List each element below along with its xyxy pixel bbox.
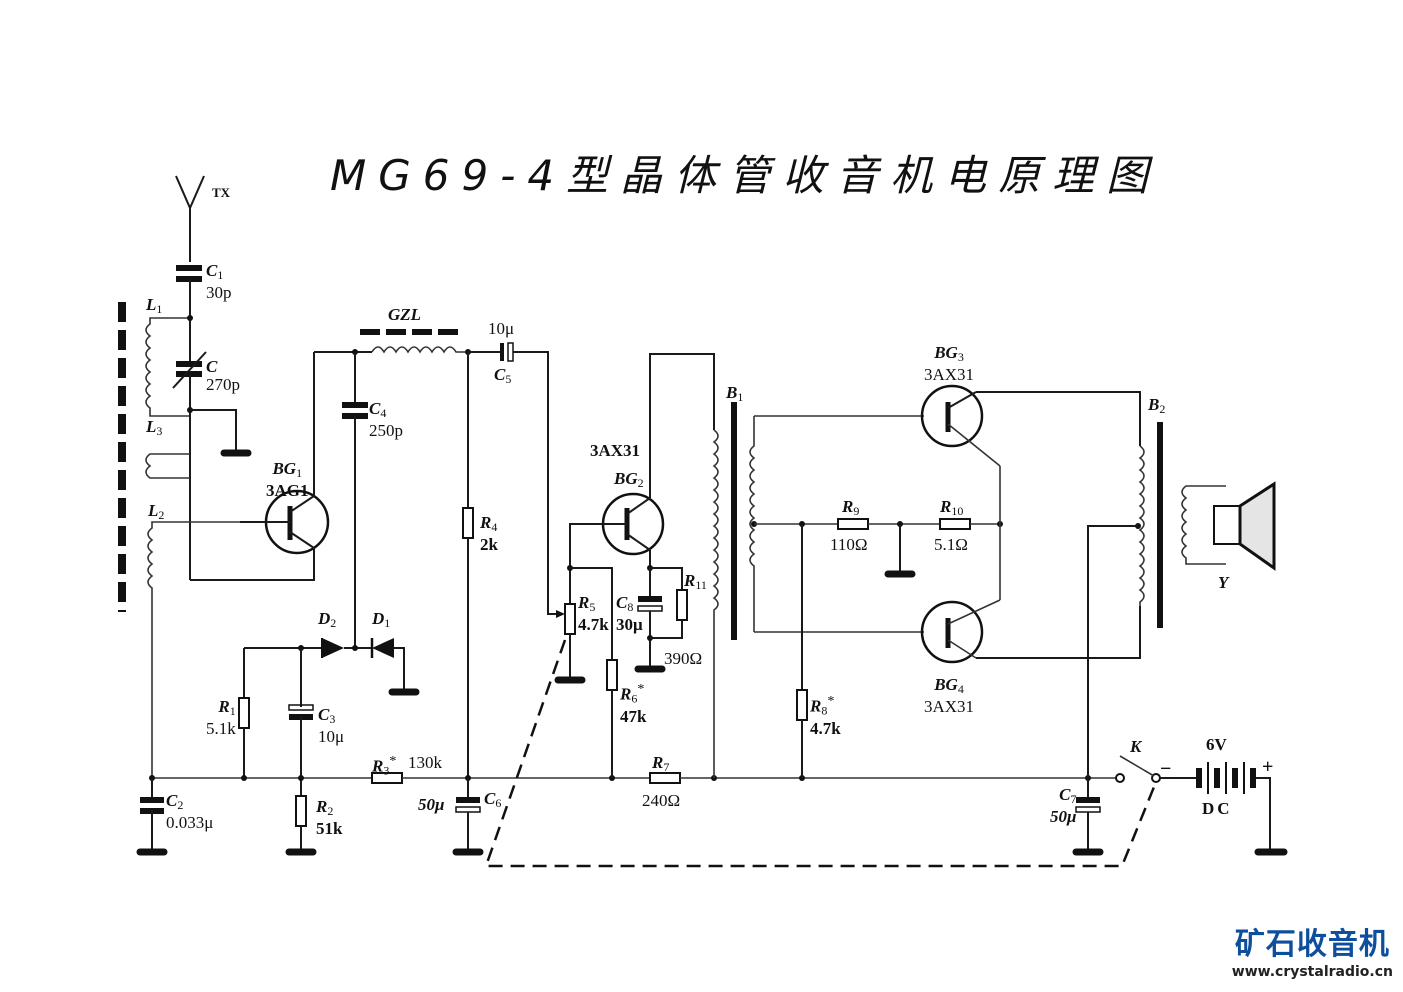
r6-label: R6*47k xyxy=(620,681,647,726)
speaker-icon xyxy=(1181,481,1276,571)
d1-label: D1 xyxy=(372,609,391,631)
resistor-r11 xyxy=(650,567,688,639)
r11-value: 390Ω xyxy=(664,649,703,668)
transformer-b2 xyxy=(1138,422,1163,628)
battery-voltage: 6V xyxy=(1206,735,1227,754)
d2-label: D2 xyxy=(318,609,337,631)
capacitor-c2 xyxy=(136,778,168,856)
bg2-label: BG2 xyxy=(614,469,644,491)
battery-type: DC xyxy=(1202,799,1233,818)
potentiometer-r5 xyxy=(554,603,586,684)
gzl-label: GZL xyxy=(388,305,422,324)
capacitor-c3 xyxy=(288,648,314,796)
battery-icon xyxy=(1160,762,1288,856)
inductor-l2 xyxy=(147,521,240,778)
r10-value: 5.1Ω xyxy=(934,535,968,554)
r9-value: 110Ω xyxy=(830,535,868,554)
r11-label: R11 xyxy=(684,571,707,593)
choke-gzl xyxy=(371,346,468,354)
speaker-label: Y xyxy=(1218,573,1229,592)
l3-label: L3 xyxy=(146,417,163,439)
capacitor-c7 xyxy=(1072,778,1104,856)
capacitor-c1 xyxy=(176,265,202,318)
transistor-bg1 xyxy=(190,352,330,581)
r10-label: R10 xyxy=(940,497,964,519)
inductor-l1 xyxy=(145,317,190,417)
resistor-r2 xyxy=(285,795,317,856)
c5-label: C5 xyxy=(494,365,512,387)
watermark-url[interactable]: www.crystalradio.cn xyxy=(1231,964,1393,980)
r3-label: R3* xyxy=(372,753,397,778)
watermark: 矿石收音机 www.crystalradio.cn xyxy=(1232,928,1393,982)
power-switch-k[interactable] xyxy=(1115,755,1161,783)
bg2-type: 3AX31 xyxy=(590,441,641,460)
resistor-r10 xyxy=(939,518,971,530)
diode-d1 xyxy=(370,638,420,696)
diagram-title: MG69-4型晶体管收音机电原理图 xyxy=(330,151,1161,200)
capacitor-c6 xyxy=(452,778,484,856)
variable-capacitor-c xyxy=(172,318,207,580)
battery-plus: + xyxy=(1262,756,1274,778)
capacitor-c5 xyxy=(468,342,560,615)
resistor-r6 xyxy=(606,659,618,778)
r8-label: R8*4.7k xyxy=(810,693,841,738)
r7-label: R7 xyxy=(652,753,670,775)
inductor-l3 xyxy=(145,453,190,479)
c5-value: 10μ xyxy=(488,319,515,338)
l2-label: L2 xyxy=(148,501,165,523)
battery-minus: − xyxy=(1160,758,1172,780)
resistor-r1 xyxy=(238,648,250,778)
antenna-icon xyxy=(175,175,205,262)
r7-value: 240Ω xyxy=(642,791,681,810)
transformer-b1 xyxy=(712,402,756,778)
l1-label: L1 xyxy=(146,295,163,317)
volume-switch-link xyxy=(484,639,1158,868)
resistor-r4 xyxy=(462,352,474,778)
antenna-label: TX xyxy=(212,185,231,200)
resistor-r9 xyxy=(837,518,869,530)
r9-label: R9 xyxy=(842,497,860,519)
transistor-bg2 xyxy=(569,353,715,604)
b2-label: B2 xyxy=(1148,395,1166,417)
b1-label: B1 xyxy=(726,383,744,405)
c6-label: C6 xyxy=(484,789,502,811)
transistor-bg4 xyxy=(920,599,1141,664)
capacitor-c4 xyxy=(342,352,368,648)
transistor-bg3 xyxy=(920,384,1141,600)
r3-value: 130k xyxy=(408,753,442,772)
resistor-r8 xyxy=(796,524,808,778)
c6-value: 50μ xyxy=(418,795,445,814)
switch-label: K xyxy=(1130,737,1142,756)
watermark-brand: 矿石收音机 xyxy=(1234,927,1390,962)
